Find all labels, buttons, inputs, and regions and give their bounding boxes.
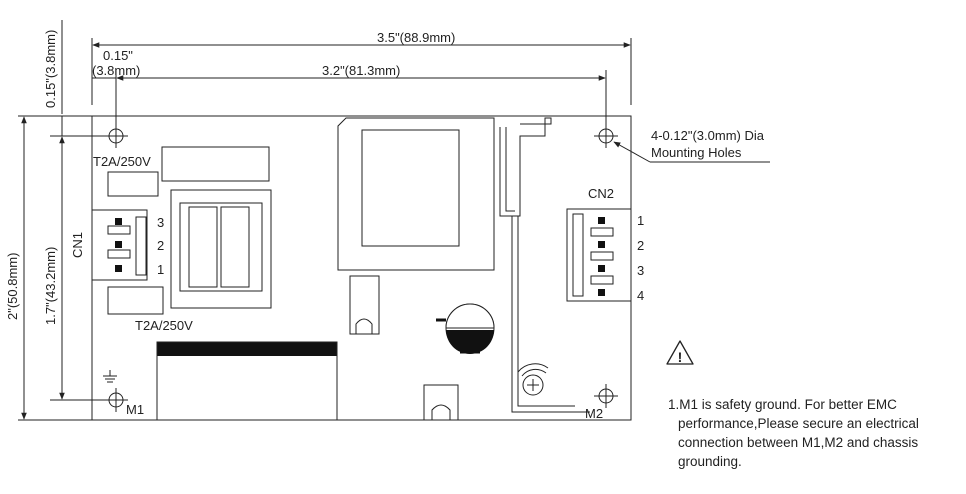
- fuse-label-bottom: T2A/250V: [135, 318, 193, 333]
- fuse-top: [107, 171, 159, 197]
- cn1-pin-label-3: 3: [157, 215, 164, 230]
- component-tall-small: [349, 275, 380, 335]
- component-bottom-notch: [423, 384, 459, 421]
- note-line-3: connection between M1,M2 and chassis: [678, 435, 919, 450]
- left-offset-mm-label: (3.8mm): [92, 63, 140, 78]
- cn2-pin-label-3: 3: [637, 263, 644, 278]
- note-line-1: 1.M1 is safety ground. For better EMC: [668, 397, 897, 412]
- ground-screw: [517, 363, 549, 396]
- note-line-2: performance,Please secure an electrical: [678, 416, 919, 431]
- overall-height-label: 2"(50.8mm): [5, 253, 20, 320]
- mounting-hole-bottom-right: [594, 384, 618, 408]
- dim-overall-width: [91, 38, 632, 105]
- mounting-note-line1: 4-0.12"(3.0mm) Dia: [651, 128, 765, 143]
- mounting-hole-top-right: [594, 124, 618, 148]
- dim-hole-span-width: [92, 70, 607, 125]
- cn2-connector: [566, 208, 632, 302]
- mounting-note-leader: [613, 141, 770, 163]
- cn1-pin-label-2: 2: [157, 238, 164, 253]
- cn2-pin-label-4: 4: [637, 288, 644, 303]
- cn1-pin-label-1: 1: [157, 262, 164, 277]
- hole-span-width-label: 3.2"(81.3mm): [322, 63, 400, 78]
- cn2-pin-label-2: 2: [637, 238, 644, 253]
- warning-symbol: !: [678, 349, 683, 365]
- cn2-pin-2: [598, 241, 605, 248]
- top-offset-label: 0.15"(3.8mm): [43, 30, 58, 108]
- cn1-label: CN1: [70, 232, 85, 258]
- ground-symbol-icon: [103, 370, 117, 383]
- dim-verticals: [18, 20, 108, 421]
- cn1-pin-3: [115, 218, 122, 225]
- cn2-pin-label-1: 1: [637, 213, 644, 228]
- mounting-hole-top-left: [104, 124, 128, 148]
- mounting-hole-bottom-left: [104, 388, 128, 412]
- cn1-connector: [91, 209, 148, 281]
- heatsink-body: [156, 341, 338, 421]
- cn2-pin-4: [598, 289, 605, 296]
- component-box-top: [161, 146, 270, 182]
- heatsink-bracket: [499, 117, 590, 413]
- m2-label: M2: [585, 406, 603, 421]
- main-capacitor-block: [337, 117, 495, 271]
- left-offset-in-label: 0.15": [103, 48, 133, 63]
- warning-icon: !: [666, 340, 694, 365]
- note-line-4: grounding.: [678, 454, 742, 469]
- cn2-label: CN2: [588, 186, 614, 201]
- hole-span-height-label: 1.7"(43.2mm): [43, 247, 58, 325]
- overall-width-label: 3.5"(88.9mm): [377, 30, 455, 45]
- capacitor-round: [436, 303, 495, 354]
- mounting-note-line2: Mounting Holes: [651, 145, 742, 160]
- fuse-bottom: [107, 286, 164, 315]
- cn2-pin-1: [598, 217, 605, 224]
- cn2-pin-3: [598, 265, 605, 272]
- safety-ground-note: 1.M1 is safety ground. For better EMC pe…: [668, 395, 958, 471]
- fuse-label-top: T2A/250V: [93, 154, 151, 169]
- heatsink-bar: [157, 342, 337, 356]
- transformer: [170, 189, 272, 309]
- cn1-pin-2: [115, 241, 122, 248]
- m1-label: M1: [126, 402, 144, 417]
- cn1-pin-1: [115, 265, 122, 272]
